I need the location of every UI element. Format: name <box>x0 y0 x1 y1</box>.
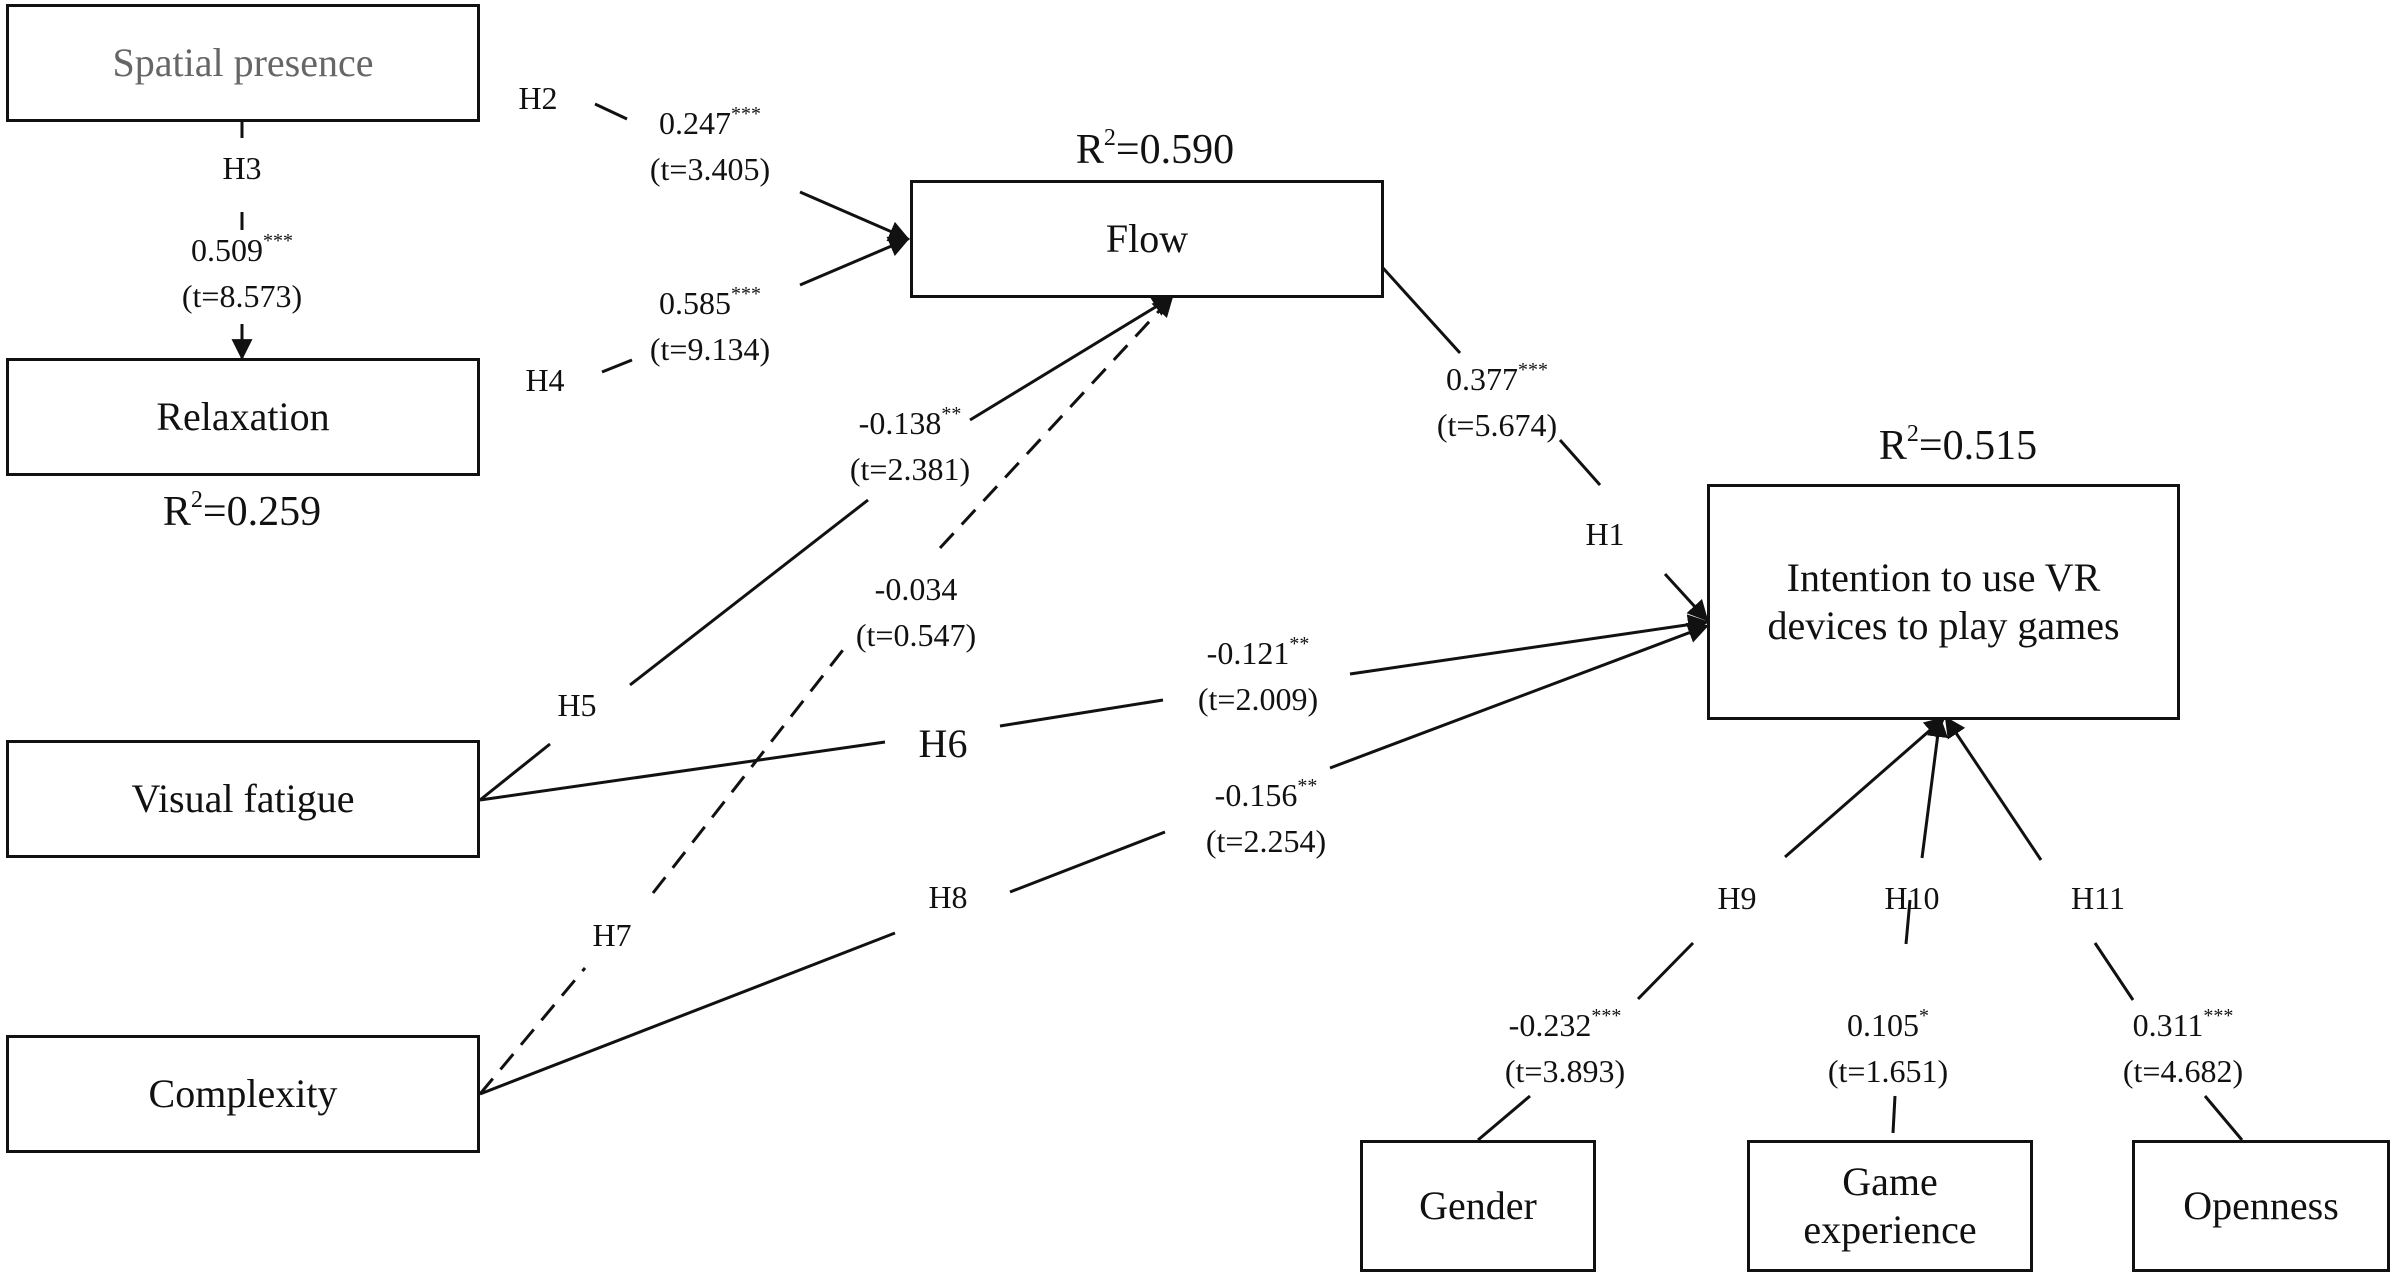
h11-coefficient: 0.311*** (t=4.682) <box>2122 1005 2244 1089</box>
h6-line-b <box>999 698 1164 728</box>
h7-line-b <box>651 640 852 894</box>
h10-coefficient: 0.105* (t=1.651) <box>1827 1005 1949 1089</box>
h6-coefficient: -0.121** (t=2.009) <box>1197 633 1319 717</box>
h10-line-a <box>1891 1095 1897 1134</box>
visual-fatigue-label: Visual fatigue <box>131 776 355 821</box>
intention-r-squared: R2=0.515 <box>1878 421 2038 469</box>
h6-line-a <box>479 740 886 802</box>
complexity-label: Complexity <box>148 1071 338 1116</box>
h5-line-b <box>629 498 869 687</box>
spatial-presence-label: Spatial presence <box>112 40 374 85</box>
h7-tag: H7 <box>592 917 632 953</box>
flow-box: Flow <box>910 180 1384 298</box>
h2-tag: H2 <box>518 80 558 116</box>
h1-coefficient: 0.377*** (t=5.674) <box>1436 359 1558 443</box>
h8-line-c <box>1329 622 1709 770</box>
h1-line-a <box>1381 266 1462 355</box>
h3-coefficient: 0.509*** (t=8.573) <box>181 230 303 314</box>
h10-tag: H10 <box>1884 880 1940 916</box>
h3-tag: H3 <box>222 150 262 186</box>
h5-line-c <box>969 295 1174 422</box>
h8-tag: H8 <box>928 879 968 915</box>
h8-line-a <box>479 931 896 1096</box>
h11-line-b <box>2093 942 2135 1001</box>
gender-label: Gender <box>1419 1183 1537 1228</box>
intention-label-line1: Intention to use VR <box>1786 555 2101 600</box>
h9-tag: H9 <box>1717 880 1757 916</box>
complexity-box: Complexity <box>6 1035 480 1153</box>
game-experience-label: Game experience <box>1803 1158 1976 1254</box>
h9-coefficient: -0.232*** (t=3.893) <box>1504 1005 1626 1089</box>
h11-line-a <box>2203 1095 2244 1141</box>
h4-tag: H4 <box>525 362 565 398</box>
game-experience-label-line1: Game <box>1842 1159 1938 1204</box>
h5-coefficient: -0.138** (t=2.381) <box>849 403 971 487</box>
h2-line-a <box>594 102 628 121</box>
game-experience-label-line2: experience <box>1803 1207 1977 1252</box>
openness-box: Openness <box>2132 1140 2390 1272</box>
h4-line-b <box>799 236 910 287</box>
h7-line-a <box>478 967 587 1095</box>
openness-label: Openness <box>2183 1183 2339 1228</box>
intention-box: Intention to use VR devices to play game… <box>1707 484 2180 720</box>
h2-line-b <box>799 190 910 242</box>
h10-line-b <box>1904 899 1912 945</box>
visual-fatigue-box: Visual fatigue <box>6 740 480 858</box>
h8-coefficient: -0.156** (t=2.254) <box>1205 775 1327 859</box>
h4-coefficient: 0.585*** (t=9.134) <box>649 283 771 367</box>
relaxation-r-squared: R2=0.259 <box>162 487 322 535</box>
flow-r-squared: R2=0.590 <box>1075 125 1235 173</box>
intention-label-line2: devices to play games <box>1767 603 2120 648</box>
game-experience-box: Game experience <box>1747 1140 2033 1272</box>
intention-label: Intention to use VR devices to play game… <box>1767 554 2119 650</box>
h11-line-c <box>1944 716 2043 861</box>
spatial-presence-box: Spatial presence <box>6 4 480 122</box>
relaxation-label: Relaxation <box>156 394 330 439</box>
h1-tag: H1 <box>1585 516 1625 552</box>
h11-tag: H11 <box>2071 880 2125 916</box>
h5-tag: H5 <box>557 687 597 723</box>
h2-coefficient: 0.247*** (t=3.405) <box>649 103 771 187</box>
relaxation-box: Relaxation <box>6 358 480 476</box>
h9-line-b <box>1636 941 1695 1001</box>
h6-tag: H6 <box>918 721 968 766</box>
flow-label: Flow <box>1105 216 1189 261</box>
h9-line-c <box>1784 716 1946 859</box>
h6-line-c <box>1349 614 1710 676</box>
h1-line-b <box>1558 439 1602 486</box>
h9-line-a <box>1477 1094 1531 1142</box>
h5-line-a <box>479 742 551 802</box>
h4-line-a <box>601 358 633 374</box>
h8-line-b <box>1009 830 1166 894</box>
h1-line-c <box>1663 572 1709 622</box>
gender-box: Gender <box>1360 1140 1596 1272</box>
h10-line-c <box>1920 715 1949 859</box>
h7-coefficient: -0.034 (t=0.547) <box>855 571 977 653</box>
h7-line-c <box>938 295 1174 550</box>
